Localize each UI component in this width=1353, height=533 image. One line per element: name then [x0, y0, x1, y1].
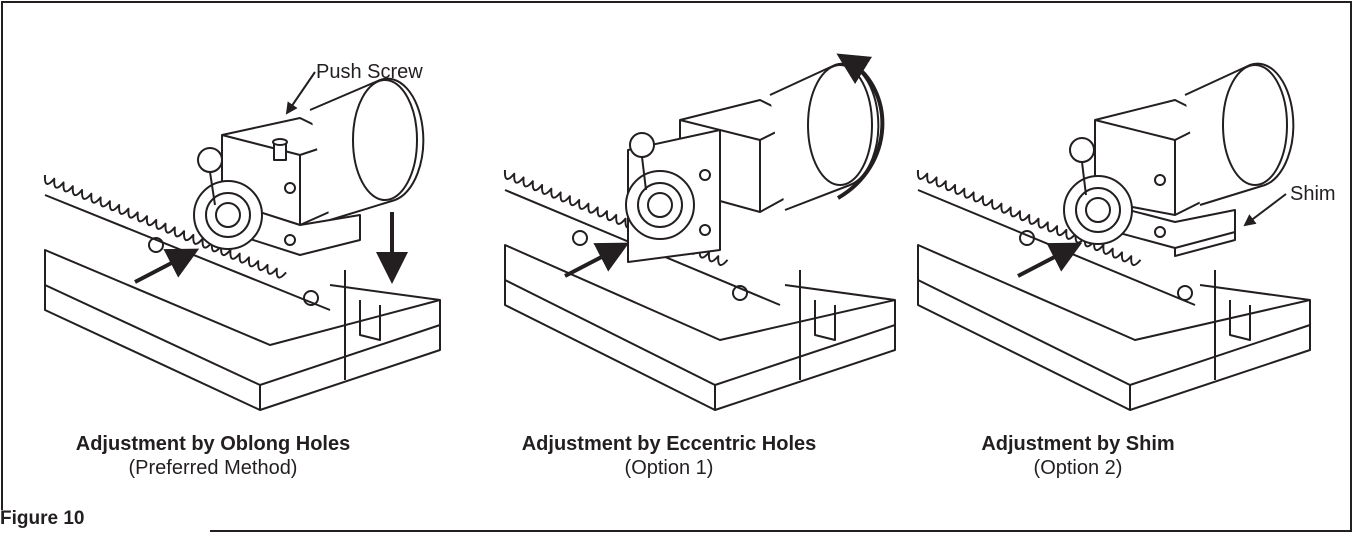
- panel-subtitle: (Option 1): [624, 457, 714, 479]
- push-screw-label: Push Screw: [316, 61, 423, 83]
- panel-caption-eccentric: Adjustment by Eccentric Holes (Option 1): [499, 432, 839, 480]
- shim-direction-arrow: [1017, 242, 1083, 278]
- figure-label: Figure 10: [0, 508, 85, 529]
- push-screw-leader: [285, 71, 316, 115]
- panel-oblong-holes-drawing: [43, 77, 441, 411]
- panel-shim-drawing: [916, 62, 1311, 411]
- gear-rack-3: [916, 169, 1142, 267]
- eccentric-direction-arrow: [564, 242, 630, 278]
- gear-rack: [43, 174, 287, 279]
- panel-subtitle: (Preferred Method): [128, 457, 298, 479]
- panel-caption-shim: Adjustment by Shim (Option 2): [908, 432, 1248, 480]
- panel-title: Adjustment by Shim: [981, 433, 1175, 455]
- panel-eccentric-holes-drawing: [503, 62, 896, 411]
- panel-title: Adjustment by Oblong Holes: [75, 433, 351, 455]
- shim-leader: [1243, 193, 1287, 227]
- oblong-direction-arrow: [134, 248, 200, 284]
- panel-caption-oblong: Adjustment by Oblong Holes (Preferred Me…: [43, 432, 383, 480]
- panel-subtitle: (Option 2): [1033, 457, 1123, 479]
- panel-title: Adjustment by Eccentric Holes: [521, 433, 817, 455]
- shim-label: Shim: [1290, 183, 1336, 205]
- rotation-arrow: [836, 53, 885, 200]
